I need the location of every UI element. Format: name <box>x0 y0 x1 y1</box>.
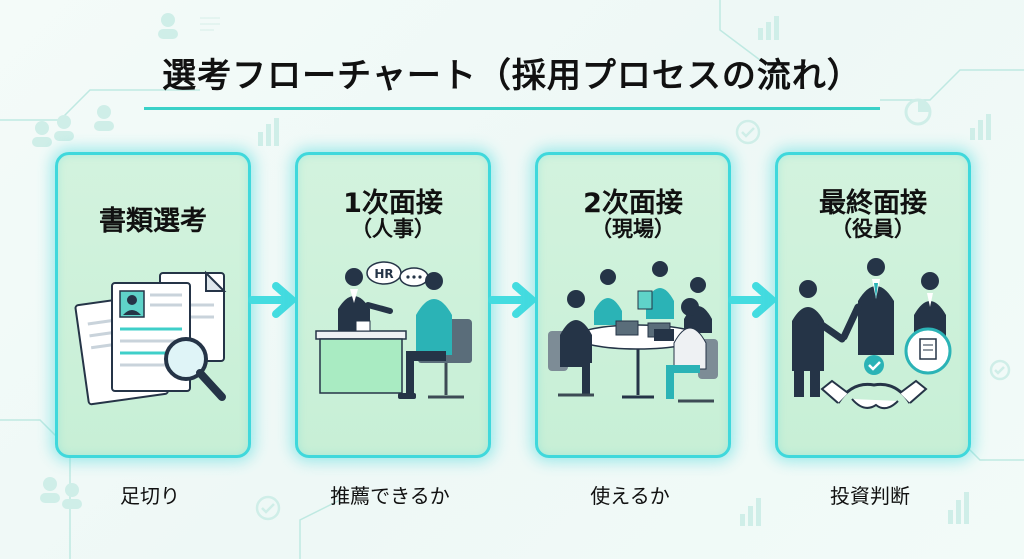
stage-card-final-interview: 最終面接 （役員） <box>775 152 971 458</box>
stage-title: 1次面接 <box>343 188 443 219</box>
magnifier-icon <box>164 337 226 401</box>
stage-card-document-screening: 書類選考 <box>55 152 251 458</box>
speech-bubble-icon: HR <box>366 261 429 287</box>
stage-caption: 推薦できるか <box>330 484 450 508</box>
stage-card-second-interview: 2次面接 （現場） <box>535 152 731 458</box>
stage-title: 2次面接 <box>583 188 683 219</box>
documents-magnifier-illustration <box>74 270 227 406</box>
stage-subtitle: （現場） <box>591 217 675 241</box>
stage-caption: 足切り <box>120 484 180 508</box>
team-meeting-illustration <box>548 261 718 403</box>
stage-subtitle: （人事） <box>351 217 435 241</box>
stage-subtitle: （役員） <box>831 217 915 241</box>
arrow-right-icon <box>728 282 776 318</box>
page-title: 選考フローチャート（採用プロセスの流れ） <box>144 48 880 110</box>
handshake-icon <box>820 379 928 410</box>
stage-card-first-interview: 1次面接 （人事） HR <box>295 152 491 458</box>
stage-caption: 投資判断 <box>830 484 910 508</box>
stage-title: 書類選考 <box>99 206 207 237</box>
stage-title: 最終面接 <box>819 188 927 219</box>
stage-caption: 使えるか <box>590 484 670 508</box>
hr-bubble-label: HR <box>374 267 393 281</box>
arrow-right-icon <box>248 282 296 318</box>
check-circle-icon <box>864 355 884 375</box>
arrow-right-icon <box>488 282 536 318</box>
hr-interview-illustration: HR <box>315 261 472 399</box>
executive-handshake-illustration <box>792 258 952 410</box>
